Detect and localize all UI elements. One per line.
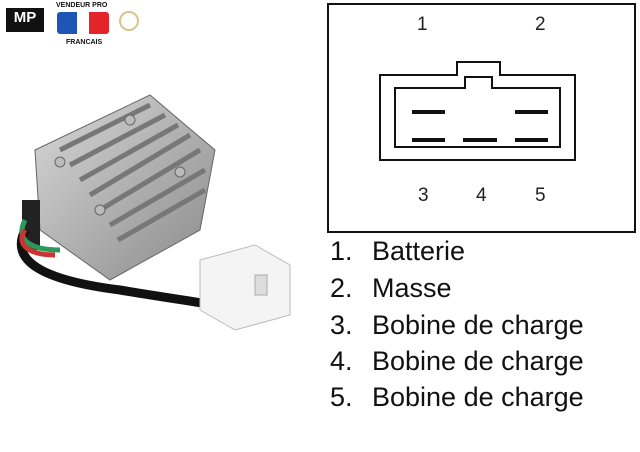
legend-label: Masse — [372, 273, 452, 303]
legend-number: 4. — [330, 346, 353, 376]
regulator-photo — [16, 94, 291, 331]
legend-number: 2. — [330, 273, 353, 303]
laurel-award-icon — [119, 11, 139, 31]
pin-label-1: 1 — [417, 14, 428, 35]
pin-label-5: 5 — [535, 185, 546, 206]
legend-item: 2. Masse — [330, 273, 452, 304]
connector-outline — [379, 61, 576, 161]
connector-pin-diagram — [327, 3, 636, 233]
legend-label: Bobine de charge — [372, 346, 584, 376]
brand-logo: MP — [6, 8, 44, 32]
vendor-top-label: VENDEUR PRO — [56, 2, 108, 9]
legend-label: Bobine de charge — [372, 310, 584, 340]
legend-number: 3. — [330, 310, 353, 340]
legend-number: 1. — [330, 236, 353, 266]
vendor-bottom-label: FRANCAIS — [66, 39, 103, 46]
legend-label: Bobine de charge — [372, 382, 584, 412]
legend-item: 4. Bobine de charge — [330, 346, 584, 377]
pin-label-2: 2 — [535, 14, 546, 35]
legend-label: Batterie — [372, 236, 466, 266]
legend-item: 1. Batterie — [330, 236, 465, 267]
legend-number: 5. — [330, 382, 353, 412]
legend-item: 3. Bobine de charge — [330, 310, 584, 341]
pin-label-3: 3 — [418, 185, 429, 206]
french-flag-icon — [57, 12, 109, 34]
pin-label-4: 4 — [476, 185, 487, 206]
legend-item: 5. Bobine de charge — [330, 382, 584, 413]
pin-contacts — [412, 110, 548, 142]
